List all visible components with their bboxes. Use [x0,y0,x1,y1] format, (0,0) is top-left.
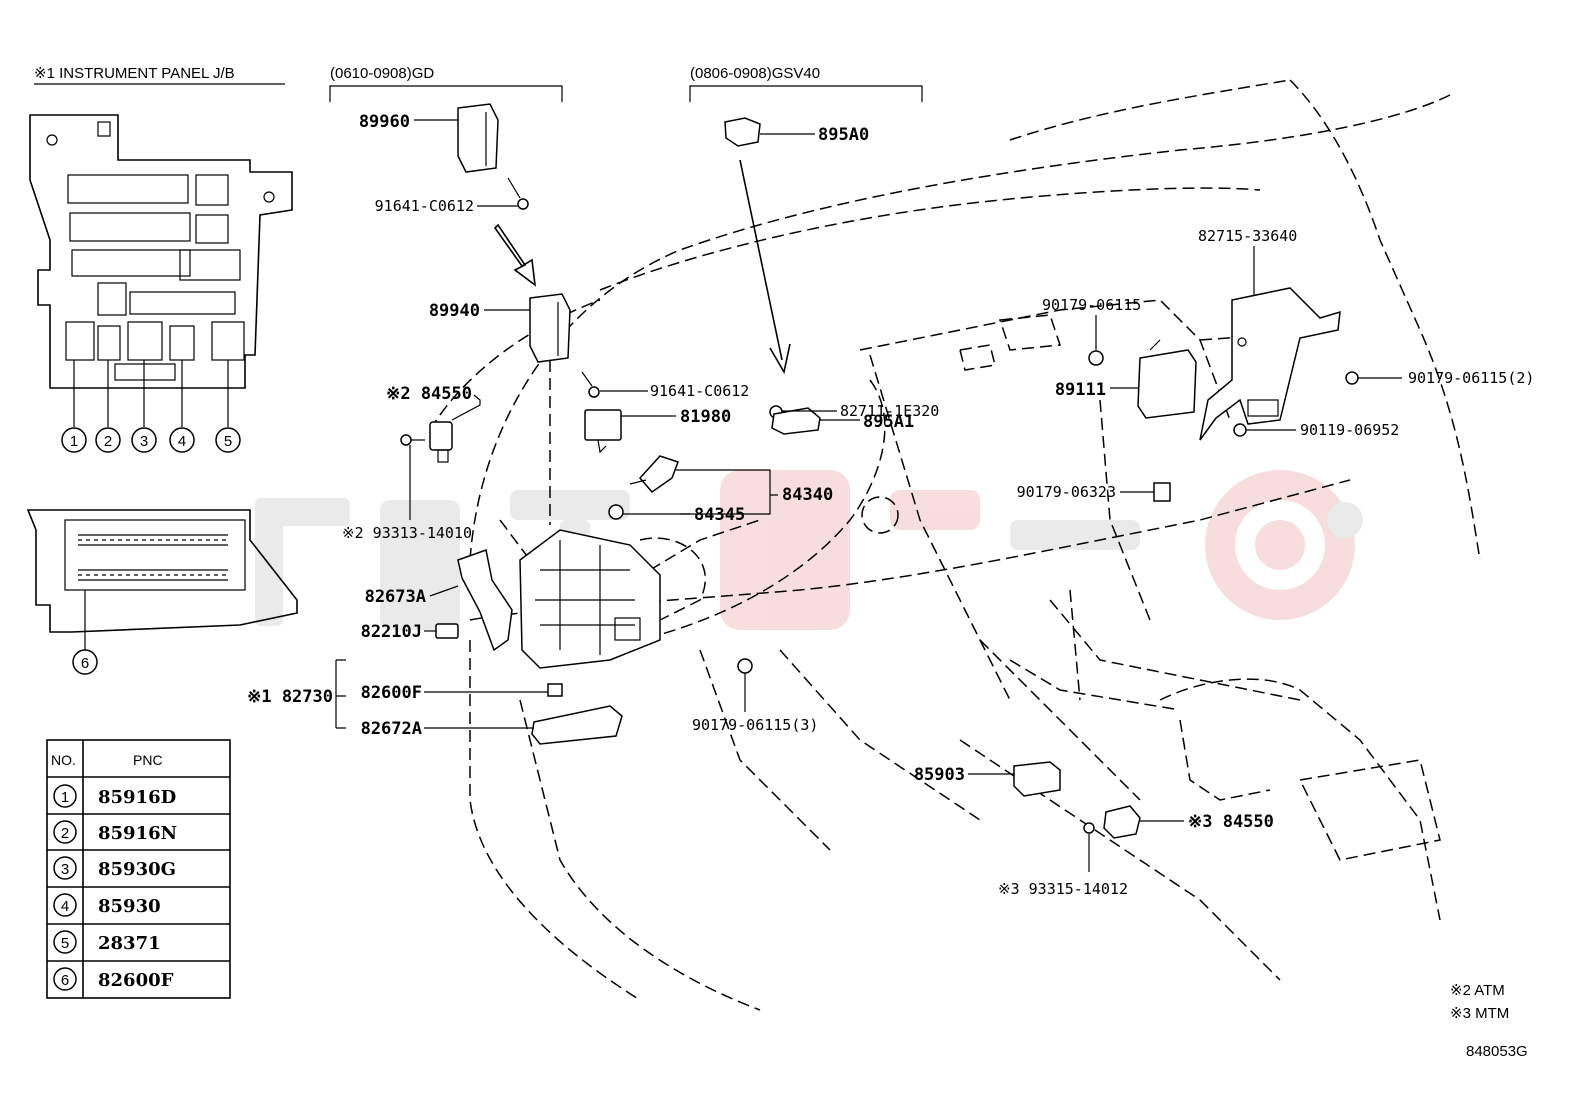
svg-text:85916D: 85916D [98,787,176,808]
label-82672A: 82672A [361,719,422,739]
label-81980: 81980 [680,407,731,427]
pnc-table: NO. PNC 1 85916D 2 85916N 3 85930G 4 859… [46,739,231,999]
part-89940-ecu [529,293,571,363]
label-82600F: 82600F [361,683,422,703]
jb-num-5: 5 [224,433,232,450]
svg-text:5: 5 [61,935,69,952]
jb-num-6: 6 [81,655,89,672]
part-93315-screw [1083,822,1095,834]
part-90179-nut-a [1088,350,1104,366]
table-row: 6 82600F [53,967,174,991]
arrow-shaft-895A0 [739,159,783,361]
label-89960: 89960 [359,112,410,132]
part-895A1-sensor [771,407,821,435]
svg-text:82600F: 82600F [98,970,174,991]
part-82672A-cover [531,705,623,745]
part-85903-buzzer [1013,761,1061,797]
table-row: 3 85930G [53,856,176,880]
jb-num-1: 1 [70,433,78,450]
part-junction-block [519,529,661,669]
callout-labels: 89960 91641-C0612 89940 91641-C0612 ※2 8… [247,112,1534,898]
part-89111-ecu [1137,339,1197,419]
part-90179-06323-nut [1153,482,1171,502]
jb-num-4: 4 [178,433,186,450]
label-84340: 84340 [782,485,833,505]
variant-gsv40-label: (0806-0908)GSV40 [690,65,820,82]
label-895A0: 895A0 [818,125,869,145]
label-91641-top: 91641-C0612 [375,197,474,215]
label-84345: 84345 [694,505,745,525]
label-89940: 89940 [429,301,480,321]
leader-lines [335,119,1402,872]
part-90119-bolt [1233,423,1247,437]
label-82715: 82715-33640 [1198,227,1297,245]
part-90179-nut-2 [1345,371,1359,385]
svg-text:85930: 85930 [98,896,161,917]
svg-text:6: 6 [61,972,69,989]
watermark-logo [255,470,1363,650]
part-84340-switch [629,455,679,494]
svg-text:3: 3 [61,861,69,878]
table-header-pnc: PNC [133,752,163,768]
label-84550-right: ※3 84550 [1188,812,1274,832]
jb-title: ※1 INSTRUMENT PANEL J/B [34,65,235,82]
svg-text:4: 4 [61,898,69,915]
note-atm: ※2 ATM [1450,982,1505,999]
table-row: 4 85930 [53,893,161,917]
svg-text:1: 1 [61,789,69,806]
label-895A1: 895A1 [863,412,914,432]
label-82210J: 82210J [361,622,422,642]
jb-number-callouts: 1 2 3 4 5 [61,360,241,453]
part-91641-bolt-mid [581,371,600,398]
variant-gd-bracket [329,85,563,102]
note-mtm: ※3 MTM [1450,1005,1509,1022]
part-81980-relay [584,409,622,454]
label-90179-3: 90179-06115(3) [692,716,818,734]
part-84345-clip [608,504,624,520]
direction-arrow [493,223,537,287]
label-84550-left: ※2 84550 [386,384,472,404]
label-82673A: 82673A [365,587,426,607]
part-90179-nut-lower [737,658,753,674]
svg-text:28371: 28371 [98,933,161,954]
drawing-id: 848053G [1466,1043,1528,1060]
arrow-head-895A0 [769,343,791,375]
label-90179-06323: 90179-06323 [1017,483,1116,501]
part-82715-bracket [1199,287,1341,441]
svg-text:85930G: 85930G [98,859,176,880]
part-82210J-connector [435,623,459,639]
svg-text:2: 2 [61,825,69,842]
label-89111: 89111 [1055,380,1106,400]
part-84550-right-switch [1103,805,1141,839]
part-93313-screw [400,434,425,446]
part-91641-bolt-top [507,177,529,210]
label-90179-a: 90179-06115 [1042,296,1141,314]
label-82711: 82711-1E320 [840,402,939,420]
part-895A0-sensor [724,117,761,147]
variant-gd-label: (0610-0908)GD [330,65,434,82]
part-84550-left-switch [429,421,453,463]
table-row: 5 28371 [53,930,161,954]
label-90119: 90119-06952 [1300,421,1399,439]
table-header-no: NO. [51,752,76,768]
jb-num-3: 3 [140,433,148,450]
jb-side-view: 6 [26,509,298,675]
label-93313: ※2 93313-14010 [342,524,472,542]
jb-num-2: 2 [104,433,112,450]
label-85903: 85903 [914,765,965,785]
label-91641-mid: 91641-C0612 [650,382,749,400]
jb-front-view [29,114,293,389]
svg-text:85916N: 85916N [98,823,177,844]
table-row: 1 85916D [53,784,176,808]
part-82600F-clip [547,683,563,697]
label-93315: ※3 93315-14012 [998,880,1128,898]
part-82673A-bracket [457,549,513,652]
label-90179-2: 90179-06115(2) [1408,369,1534,387]
label-82730: ※1 82730 [247,687,333,707]
variant-gsv40-bracket [689,85,923,102]
table-row: 2 85916N [53,820,177,844]
part-89960-ecu [457,103,499,173]
